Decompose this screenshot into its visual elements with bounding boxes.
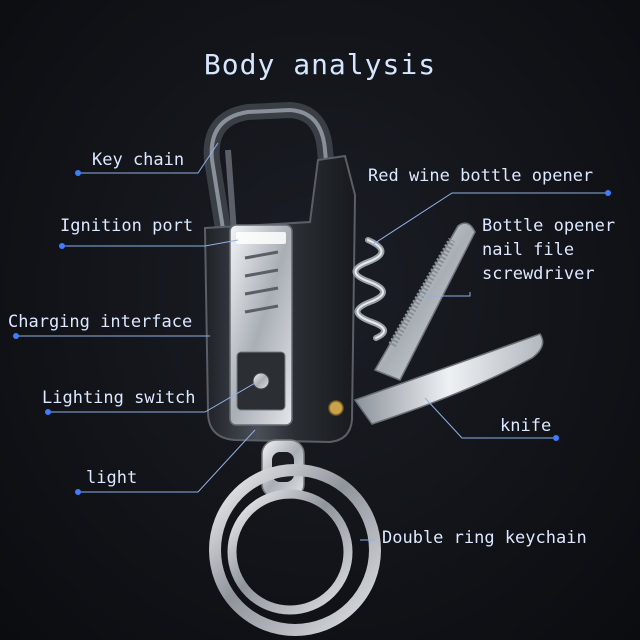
knife-blade <box>328 333 544 425</box>
label-knife: knife <box>500 416 552 436</box>
label-light: light <box>86 468 138 488</box>
label-bottle-opener-group: Bottle opener nail file screwdriver <box>482 214 615 286</box>
label-key-chain: Key chain <box>92 150 185 170</box>
label-lighting-switch: Lighting switch <box>42 388 196 408</box>
pivot-screw-icon <box>328 400 344 416</box>
leader-dots <box>13 170 611 495</box>
label-screwdriver: screwdriver <box>482 264 595 284</box>
label-bottle-opener: Bottle opener <box>482 216 616 236</box>
label-charging-interface: Charging interface <box>8 312 193 332</box>
label-nail-file: nail file <box>482 240 575 260</box>
switch-button-icon <box>252 372 270 390</box>
label-red-wine-opener: Red wine bottle opener <box>368 166 594 186</box>
nail-file <box>373 222 476 381</box>
front-panel <box>229 224 293 426</box>
label-ignition-port: Ignition port <box>60 216 194 236</box>
page-title: Body analysis <box>203 48 437 81</box>
corkscrew <box>352 237 387 341</box>
label-double-ring: Double ring keychain <box>382 528 587 548</box>
double-ring <box>209 464 381 636</box>
leader-lines <box>16 142 608 541</box>
